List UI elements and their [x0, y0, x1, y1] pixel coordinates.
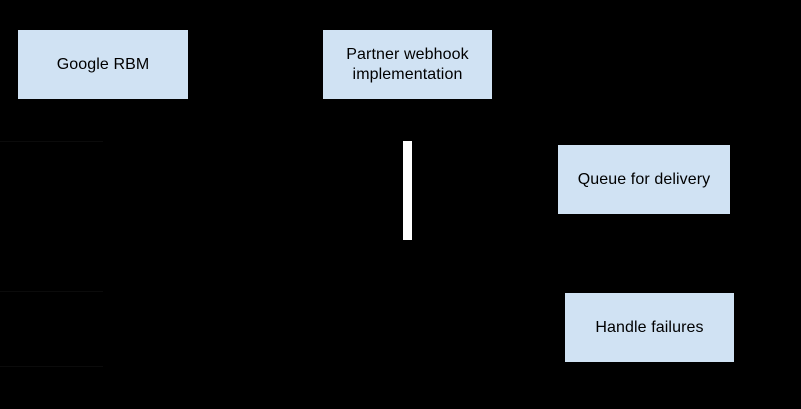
- faint-divider-middle: [0, 291, 103, 292]
- node-queue-for-delivery[interactable]: Queue for delivery: [558, 145, 730, 214]
- vertical-connector: [403, 141, 412, 240]
- node-handle-failures[interactable]: Handle failures: [565, 293, 734, 362]
- node-partner-webhook-implementation[interactable]: Partner webhook implementation: [323, 30, 492, 99]
- faint-divider-lower: [0, 366, 103, 367]
- faint-divider-upper: [0, 141, 103, 142]
- node-google-rbm[interactable]: Google RBM: [18, 30, 188, 99]
